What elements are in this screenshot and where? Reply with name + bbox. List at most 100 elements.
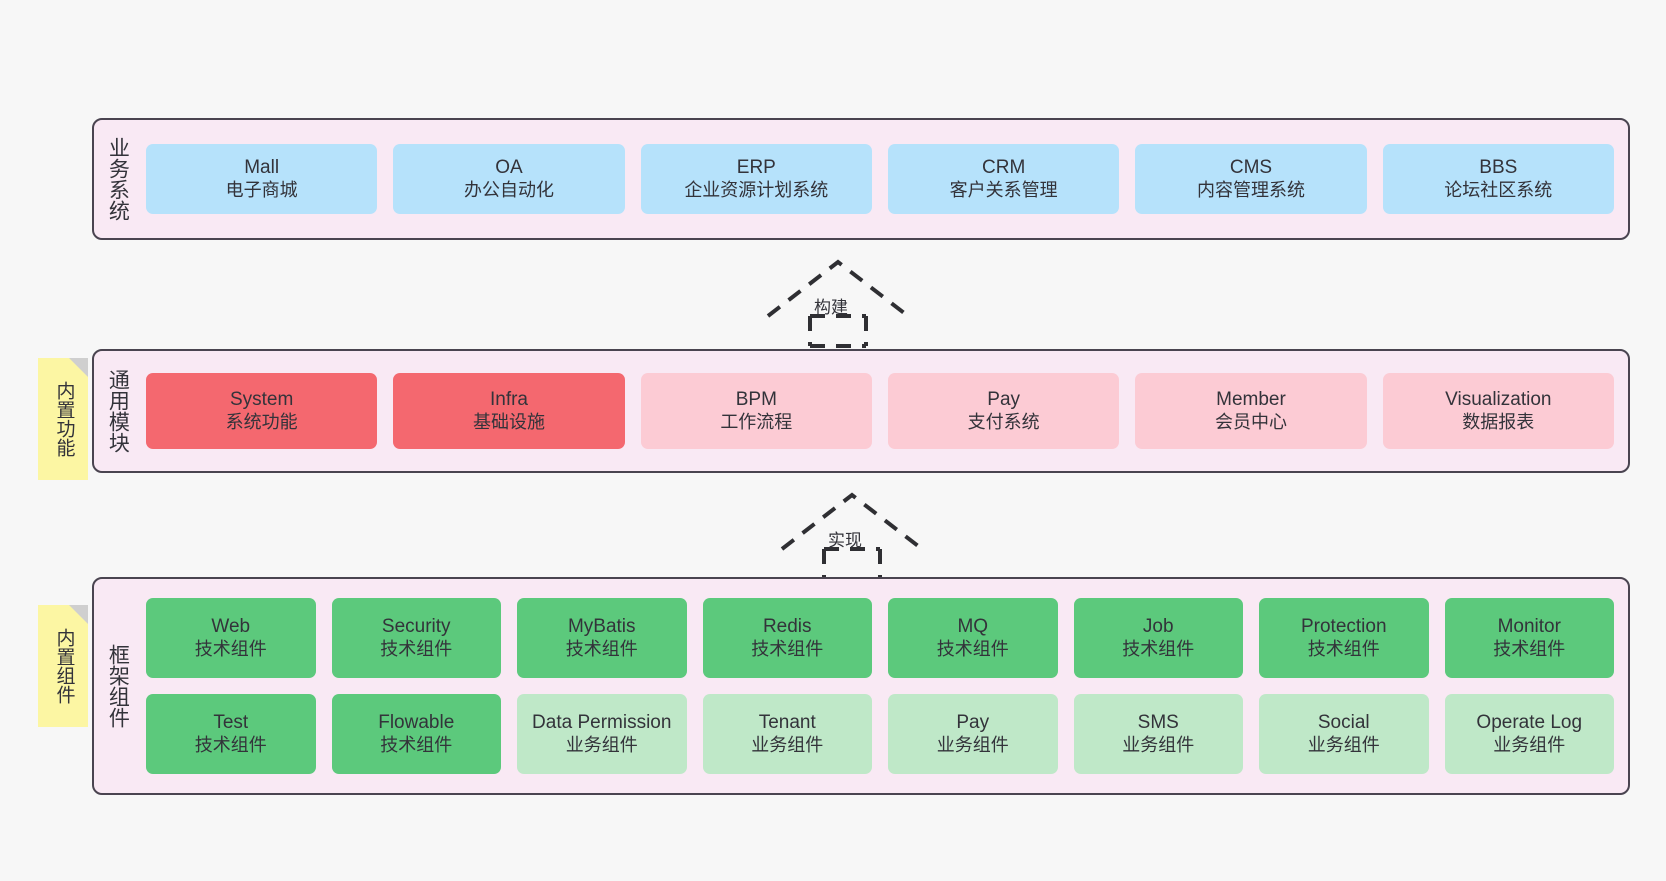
node-crm-cn: 客户关系管理 [949,179,1058,200]
node-cms-en: CMS [1229,157,1273,179]
layer-framework-components: 框架组件 Web 技术组件 Security 技术组件 MyBatis 技术组件… [92,577,1630,795]
node-cms[interactable]: CMS 内容管理系统 [1135,144,1367,214]
node-mall-en: Mall [244,157,280,179]
note-builtin-components: 内置组件 [38,605,88,727]
connector-build-label: 构建 [814,298,848,317]
node-visualization-en: Visualization [1445,389,1552,411]
node-erp-cn: 企业资源计划系统 [684,179,829,200]
node-security[interactable]: Security 技术组件 [331,598,501,678]
node-visualization[interactable]: Visualization 数据报表 [1382,373,1614,449]
node-cms-cn: 内容管理系统 [1196,179,1305,200]
node-flowable-cn: 技术组件 [380,734,453,755]
node-system-en: System [229,389,294,411]
note-builtin-features-label: 内置功能 [53,381,75,457]
node-infra[interactable]: Infra 基础设施 [393,373,625,449]
node-tenant[interactable]: Tenant 业务组件 [702,694,872,774]
node-data-permission-cn: 业务组件 [565,734,638,755]
node-flowable[interactable]: Flowable 技术组件 [331,694,501,774]
node-web[interactable]: Web 技术组件 [146,598,316,678]
framework-biz-row: Test 技术组件 Flowable 技术组件 Data Permission … [146,694,1614,774]
node-job-en: Job [1142,616,1174,638]
node-member-en: Member [1216,389,1286,411]
node-tenant-cn: 业务组件 [751,734,824,755]
node-pay-component-cn: 业务组件 [936,734,1009,755]
business-row: Mall 电子商城 OA 办公自动化 ERP 企业资源计划系统 CRM 客户关系… [146,144,1614,214]
node-test-en: Test [213,712,249,734]
node-pay-module-en: Pay [987,389,1021,411]
node-bbs-en: BBS [1479,157,1518,179]
node-redis-en: Redis [762,616,812,638]
node-mybatis-en: MyBatis [567,616,636,638]
node-social-cn: 业务组件 [1307,734,1380,755]
node-crm-en: CRM [982,157,1026,179]
layer-business-title: 业务系统 [106,137,130,221]
layer-framework-body: Web 技术组件 Security 技术组件 MyBatis 技术组件 Redi… [140,579,1628,793]
node-crm[interactable]: CRM 客户关系管理 [887,144,1120,214]
layer-common-body: System 系统功能 Infra 基础设施 BPM 工作流程 Pay 支付系统… [140,351,1628,471]
layer-framework-title: 框架组件 [106,644,130,728]
node-bpm[interactable]: BPM 工作流程 [640,373,872,449]
node-operate-log-en: Operate Log [1476,712,1583,734]
node-mall[interactable]: Mall 电子商城 [146,144,378,214]
node-erp-en: ERP [736,157,776,179]
node-social[interactable]: Social 业务组件 [1259,694,1429,774]
node-mybatis[interactable]: MyBatis 技术组件 [517,598,687,678]
node-bpm-en: BPM [735,389,777,411]
connector-implement-label: 实现 [828,531,862,550]
common-row: System 系统功能 Infra 基础设施 BPM 工作流程 Pay 支付系统… [146,373,1614,449]
node-bbs[interactable]: BBS 论坛社区系统 [1382,144,1614,214]
node-pay-component-en: Pay [956,712,990,734]
node-protection[interactable]: Protection 技术组件 [1259,598,1429,678]
node-data-permission[interactable]: Data Permission 业务组件 [517,694,687,774]
node-visualization-cn: 数据报表 [1462,411,1535,432]
node-security-cn: 技术组件 [380,638,453,659]
node-pay-module[interactable]: Pay 支付系统 [887,373,1120,449]
connector-build: 构建 [758,258,918,348]
node-member[interactable]: Member 会员中心 [1135,373,1367,449]
node-redis[interactable]: Redis 技术组件 [702,598,872,678]
node-operate-log-cn: 业务组件 [1493,734,1566,755]
node-monitor-en: Monitor [1497,616,1561,638]
node-system[interactable]: System 系统功能 [146,373,378,449]
node-sms[interactable]: SMS 业务组件 [1073,694,1243,774]
node-social-en: Social [1317,712,1370,734]
node-oa-cn: 办公自动化 [463,179,554,200]
node-oa-en: OA [495,157,523,179]
node-sms-en: SMS [1137,712,1179,734]
node-protection-en: Protection [1300,616,1387,638]
node-security-en: Security [381,616,451,638]
node-sms-cn: 业务组件 [1122,734,1195,755]
node-system-cn: 系统功能 [225,411,298,432]
node-test-cn: 技术组件 [194,734,267,755]
node-infra-cn: 基础设施 [472,411,545,432]
node-mybatis-cn: 技术组件 [565,638,638,659]
node-pay-component[interactable]: Pay 业务组件 [888,694,1058,774]
node-mq-en: MQ [957,616,989,638]
node-mq[interactable]: MQ 技术组件 [888,598,1058,678]
node-erp[interactable]: ERP 企业资源计划系统 [640,144,872,214]
node-bpm-cn: 工作流程 [720,411,793,432]
layer-common-modules: 通用模块 System 系统功能 Infra 基础设施 BPM 工作流程 Pay… [92,349,1630,473]
connector-implement: 实现 [772,491,932,581]
node-test[interactable]: Test 技术组件 [146,694,316,774]
node-operate-log[interactable]: Operate Log 业务组件 [1444,694,1614,774]
note-builtin-features: 内置功能 [38,358,88,480]
node-tenant-en: Tenant [758,712,816,734]
node-data-permission-en: Data Permission [532,712,672,734]
node-job[interactable]: Job 技术组件 [1073,598,1243,678]
layer-business-body: Mall 电子商城 OA 办公自动化 ERP 企业资源计划系统 CRM 客户关系… [140,120,1628,238]
node-redis-cn: 技术组件 [751,638,824,659]
framework-tech-row: Web 技术组件 Security 技术组件 MyBatis 技术组件 Redi… [146,598,1614,678]
layer-common-title: 通用模块 [106,369,130,453]
build-arrow-icon [766,259,910,348]
node-web-cn: 技术组件 [194,638,267,659]
layer-business-systems: 业务系统 Mall 电子商城 OA 办公自动化 ERP 企业资源计划系统 CRM… [92,118,1630,240]
node-mq-cn: 技术组件 [936,638,1009,659]
node-job-cn: 技术组件 [1122,638,1195,659]
node-monitor[interactable]: Monitor 技术组件 [1444,598,1614,678]
node-bbs-cn: 论坛社区系统 [1444,179,1553,200]
node-protection-cn: 技术组件 [1307,638,1380,659]
node-oa[interactable]: OA 办公自动化 [393,144,625,214]
node-infra-en: Infra [489,389,528,411]
